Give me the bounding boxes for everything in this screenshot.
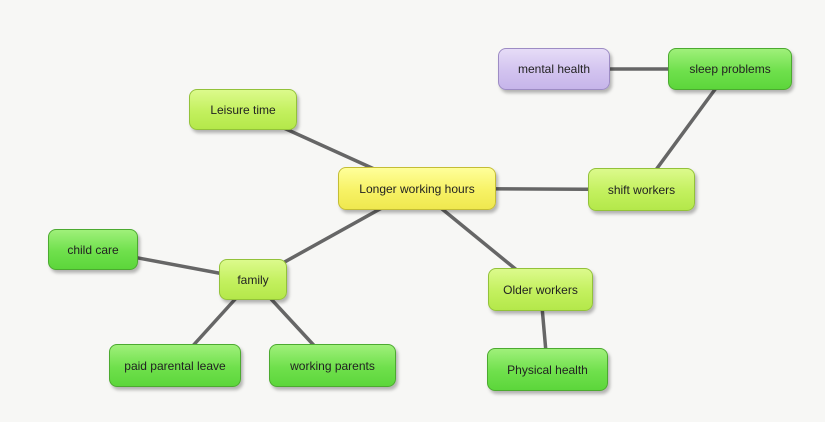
node-working-parents[interactable]: working parents bbox=[269, 344, 396, 387]
node-longer-working-hours[interactable]: Longer working hours bbox=[338, 167, 496, 210]
node-physical-health-label: Physical health bbox=[507, 362, 588, 377]
node-older-workers-label: Older workers bbox=[503, 282, 578, 297]
node-child-care[interactable]: child care bbox=[48, 229, 138, 270]
node-older-workers[interactable]: Older workers bbox=[488, 268, 593, 311]
node-shift-workers[interactable]: shift workers bbox=[588, 168, 695, 211]
node-physical-health[interactable]: Physical health bbox=[487, 348, 608, 391]
node-leisure-time-label: Leisure time bbox=[210, 102, 276, 117]
node-sleep-problems-label: sleep problems bbox=[689, 62, 771, 76]
node-mental-health[interactable]: mental health bbox=[498, 48, 610, 90]
node-working-parents-label: working parents bbox=[290, 358, 375, 373]
node-family[interactable]: family bbox=[219, 259, 287, 300]
node-child-care-label: child care bbox=[67, 242, 119, 257]
node-sleep-problems[interactable]: sleep problems bbox=[668, 48, 792, 90]
node-shift-workers-label: shift workers bbox=[607, 182, 676, 197]
node-paid-parental-leave-label: paid parental leave bbox=[124, 358, 226, 373]
node-family-label: family bbox=[237, 272, 269, 287]
node-leisure-time[interactable]: Leisure time bbox=[189, 89, 297, 130]
node-mental-health-label: mental health bbox=[517, 62, 591, 76]
node-paid-parental-leave[interactable]: paid parental leave bbox=[109, 344, 241, 387]
node-longer-working-hours-label: Longer working hours bbox=[359, 181, 475, 196]
